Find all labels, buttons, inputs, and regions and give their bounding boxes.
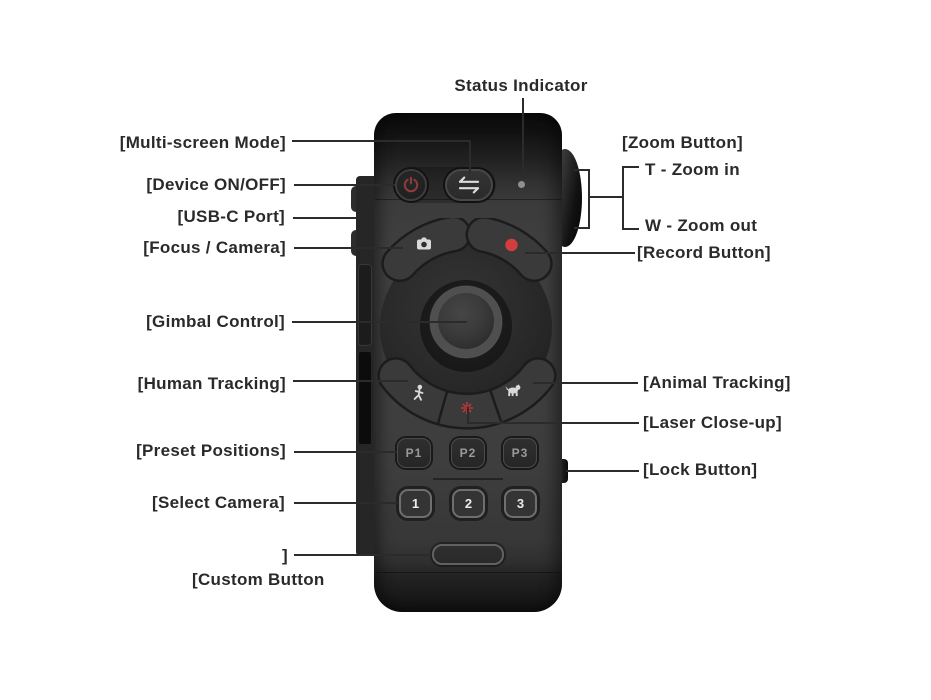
multi-screen-mode-button[interactable] [445, 169, 493, 201]
label-gimbal-control: [Gimbal Control] [146, 312, 285, 331]
preset-button-p3[interactable]: P3 [503, 438, 537, 468]
leader-device-on-off [294, 184, 395, 186]
leader-status [522, 98, 524, 178]
label-record-button: [Record Button] [637, 243, 771, 262]
record-dot-icon [505, 238, 518, 252]
leader-preset [294, 451, 397, 453]
label-laser-close-up: [Laser Close-up] [643, 413, 782, 432]
label-zoom-in: T - Zoom in [645, 160, 740, 179]
label-zoom-out: W - Zoom out [645, 216, 758, 235]
human-icon [413, 384, 424, 401]
camera-icon [417, 237, 431, 250]
label-human-tracking: [Human Tracking] [137, 374, 286, 393]
leader-laser [468, 422, 639, 424]
label-multi-screen-mode: [Multi-screen Mode] [119, 133, 286, 152]
band-dividers [436, 390, 503, 424]
control-cluster [377, 218, 557, 430]
bracket-small-v [588, 169, 590, 229]
leader-lock [566, 470, 639, 472]
leader-animal [533, 382, 638, 384]
bracket-small-bottom [574, 227, 589, 229]
label-select-camera: [Select Camera] [151, 493, 285, 512]
bracket-big-top [623, 166, 639, 168]
preset-button-p2[interactable]: P2 [451, 438, 485, 468]
multi-screen-icon [458, 176, 480, 194]
label-device-on-off: [Device ON/OFF] [146, 175, 286, 194]
leader-laser-v [467, 407, 469, 424]
bracket-small-top [574, 169, 589, 171]
bracket-big-bottom [623, 228, 639, 230]
button-row-divider [433, 478, 503, 480]
leader-multi-screen-v [469, 140, 471, 173]
label-preset-positions: [Preset Positions] [136, 441, 286, 460]
leader-human-tracking [293, 380, 408, 382]
usb-c-port [358, 264, 372, 346]
leader-record [525, 252, 635, 254]
label-lock-button: [Lock Button] [643, 460, 758, 479]
label-usb-c-port: [USB-C Port] [177, 207, 285, 226]
leader-multi-screen [292, 140, 470, 142]
leader-usb-c [293, 217, 357, 219]
select-camera-button-1[interactable]: 1 [399, 489, 432, 518]
bracket-big-v [622, 166, 624, 230]
label-zoom-button: [Zoom Button] [622, 133, 743, 152]
status-indicator-dot [518, 181, 525, 188]
dog-icon [505, 384, 521, 397]
label-custom-button: [Custom Button [192, 570, 325, 589]
label-status-indicator: Status Indicator [454, 76, 588, 95]
leader-select-camera [294, 502, 398, 504]
preset-button-p1[interactable]: P1 [397, 438, 431, 468]
custom-button[interactable] [432, 544, 504, 565]
power-button[interactable] [395, 169, 427, 201]
power-icon [403, 176, 419, 193]
body-seam [376, 572, 560, 573]
label-focus-camera: [Focus / Camera] [143, 238, 286, 257]
select-camera-button-3[interactable]: 3 [504, 489, 537, 518]
select-camera-button-2[interactable]: 2 [452, 489, 485, 518]
label-animal-tracking: [Animal Tracking] [643, 373, 791, 392]
label-custom-button-bracket: ] [282, 546, 288, 565]
leader-focus-camera [294, 247, 403, 249]
side-slot [359, 352, 371, 444]
leader-custom [294, 554, 431, 556]
bracket-connector [589, 196, 623, 198]
leader-gimbal [292, 321, 467, 323]
